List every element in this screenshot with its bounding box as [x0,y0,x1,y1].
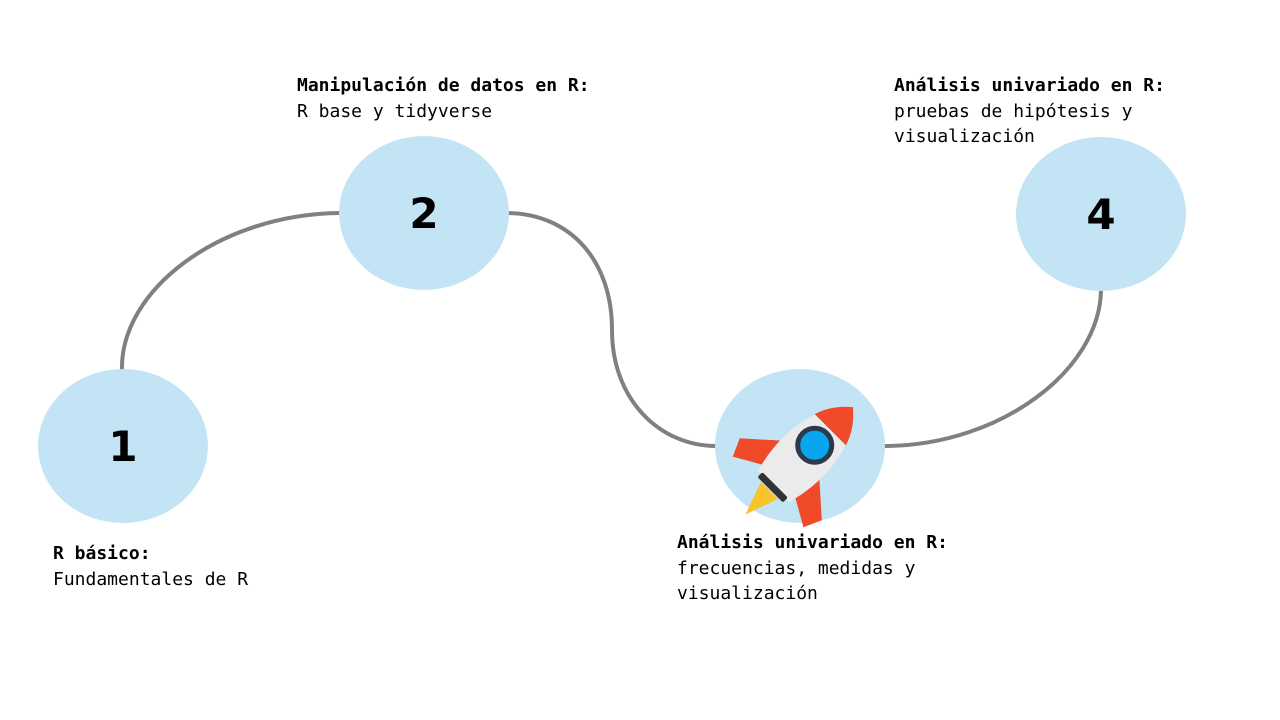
step-1-node: 1 [38,369,208,523]
step-2-number: 2 [409,188,439,238]
step-2-title: Manipulación de datos en R: [297,75,590,96]
rocket-flame [745,482,778,515]
step-4-desc-line-2: visualización [894,126,1035,147]
connector-1-2 [119,211,341,371]
step-4-node: 4 [1016,137,1186,291]
connector-3-4 [883,289,1103,448]
rocket-nose [814,406,854,446]
step-3-caption: Análisis univariado en R: frecuencias, m… [677,530,948,607]
step-3-desc-line-2: visualización [677,583,818,604]
step-4-title: Análisis univariado en R: [894,75,1165,96]
rocket-nozzle [758,472,788,502]
step-4-caption: Análisis univariado en R: pruebas de hip… [894,73,1165,150]
step-2-node: 2 [339,136,509,290]
rocket-right-fin [794,472,822,528]
step-3-desc-line-1: frecuencias, medidas y [677,557,916,579]
step-2-desc-line-1: R base y tidyverse [297,100,493,122]
step-3-title: Análisis univariado en R: [677,532,948,553]
rocket-icon [732,406,854,528]
step-1-number: 1 [108,421,138,471]
rocket-left-fin [732,438,788,466]
step-1-title: R básico: [53,543,151,564]
step-4-desc-line-1: pruebas de hipótesis y [894,100,1133,122]
step-1-desc-line-1: Fundamentales de R [53,568,249,590]
connector-2-3 [507,211,717,448]
step-1-caption: R básico: Fundamentales de R [53,541,248,592]
step-4-number: 4 [1086,189,1116,239]
rocket-window [795,425,835,465]
step-2-caption: Manipulación de datos en R: R base y tid… [297,73,590,124]
